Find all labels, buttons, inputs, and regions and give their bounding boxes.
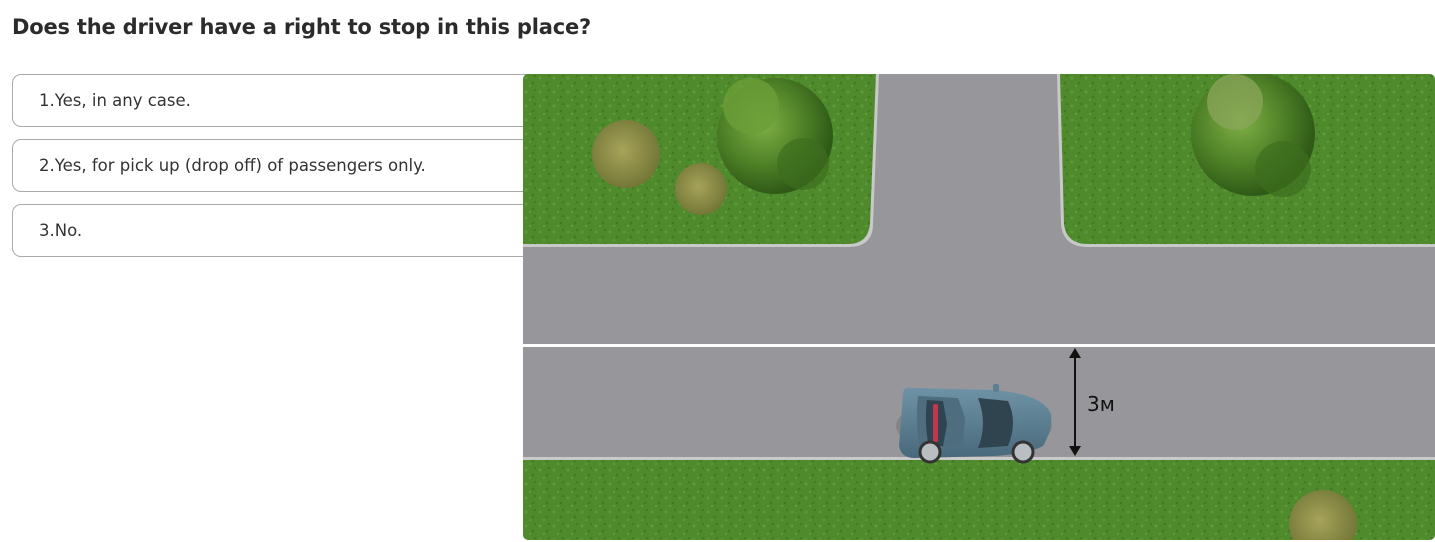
road-surface: [523, 74, 1435, 457]
answer-option-1[interactable]: 1.Yes, in any case.: [12, 74, 552, 127]
answer-option-label: 3.No.: [39, 221, 83, 240]
answer-option-label: 2.Yes, for pick up (drop off) of passeng…: [39, 156, 426, 175]
tree: [717, 78, 833, 194]
bush: [675, 163, 727, 215]
car: [896, 384, 1052, 464]
tree: [1191, 74, 1315, 197]
road-scene-svg: 3м: [523, 74, 1435, 540]
lane-marking-line: [523, 344, 1435, 347]
road-situation-illustration: 3м: [523, 74, 1435, 540]
answer-option-label: 1.Yes, in any case.: [39, 91, 191, 110]
lane-width-label: 3м: [1087, 392, 1115, 416]
answer-list: 1.Yes, in any case. 2.Yes, for pick up (…: [12, 74, 552, 269]
lane-width-dimension-arrow: [1069, 348, 1081, 456]
answer-option-2[interactable]: 2.Yes, for pick up (drop off) of passeng…: [12, 139, 552, 192]
bush: [1289, 490, 1357, 540]
question-title: Does the driver have a right to stop in …: [12, 15, 591, 39]
answer-option-3[interactable]: 3.No.: [12, 204, 552, 257]
bush: [592, 120, 660, 188]
